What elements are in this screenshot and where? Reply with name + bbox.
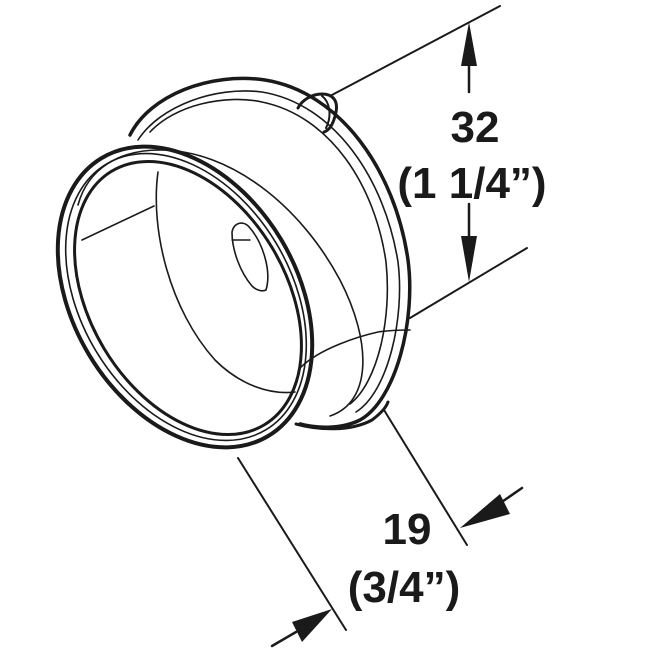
extension-line-front bbox=[237, 457, 347, 631]
front-ring-inner bbox=[73, 159, 303, 437]
extension-line-back bbox=[383, 409, 468, 546]
arrow-up-icon bbox=[461, 22, 477, 66]
height-metric-label: 32 bbox=[450, 103, 500, 152]
arrow-left-icon bbox=[460, 494, 510, 528]
depth-imperial-label: (3/4”) bbox=[347, 563, 461, 612]
flange-outer bbox=[128, 76, 412, 429]
arrow-down-icon bbox=[461, 236, 477, 282]
mounting-pin bbox=[296, 92, 338, 134]
extension-line-bottom-height bbox=[409, 247, 528, 319]
arrow-right-icon bbox=[292, 609, 332, 642]
extension-line-top bbox=[329, 5, 501, 97]
front-ring-outer bbox=[55, 144, 315, 450]
depth-metric-label: 19 bbox=[382, 505, 432, 554]
height-imperial-label: (1 1/4”) bbox=[397, 159, 547, 208]
screw-hole bbox=[231, 222, 269, 292]
inner-wall bbox=[155, 171, 296, 394]
